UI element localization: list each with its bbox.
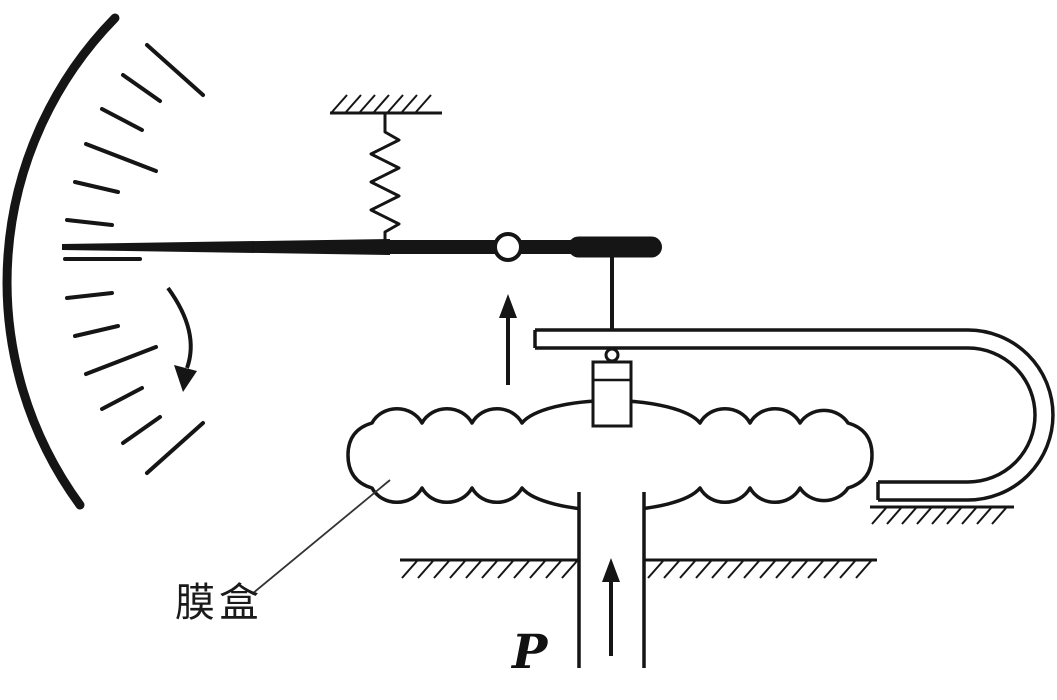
capsule-stem-cylinder: [591, 360, 633, 428]
anchor-hatching: [331, 94, 432, 113]
membrane-capsule: [346, 398, 874, 513]
membrane-box-label: 膜盒: [175, 580, 263, 626]
pointer-needle: [62, 232, 662, 262]
dial-scale-arc: [2, 13, 120, 510]
motion-up-arrow: [499, 294, 517, 385]
right-support-block: [870, 505, 1014, 525]
dial-scale: [2, 13, 205, 510]
pivot-bearing: [493, 232, 523, 262]
restoring-spring: [369, 113, 401, 250]
ground-hatching: [401, 560, 872, 579]
label-leader-line: [251, 479, 391, 595]
lever-bar-frame-tube: [533, 328, 1055, 502]
stem-knob: [604, 347, 620, 363]
scale-tick-marks: [63, 43, 205, 475]
pressure-arrow: [602, 558, 620, 656]
ground-surface: [400, 558, 877, 579]
right-support-hatching: [871, 507, 1007, 525]
pressure-label: P: [510, 625, 549, 680]
rotation-direction-arrow: [166, 286, 197, 392]
spring-anchor-support: [330, 94, 442, 115]
